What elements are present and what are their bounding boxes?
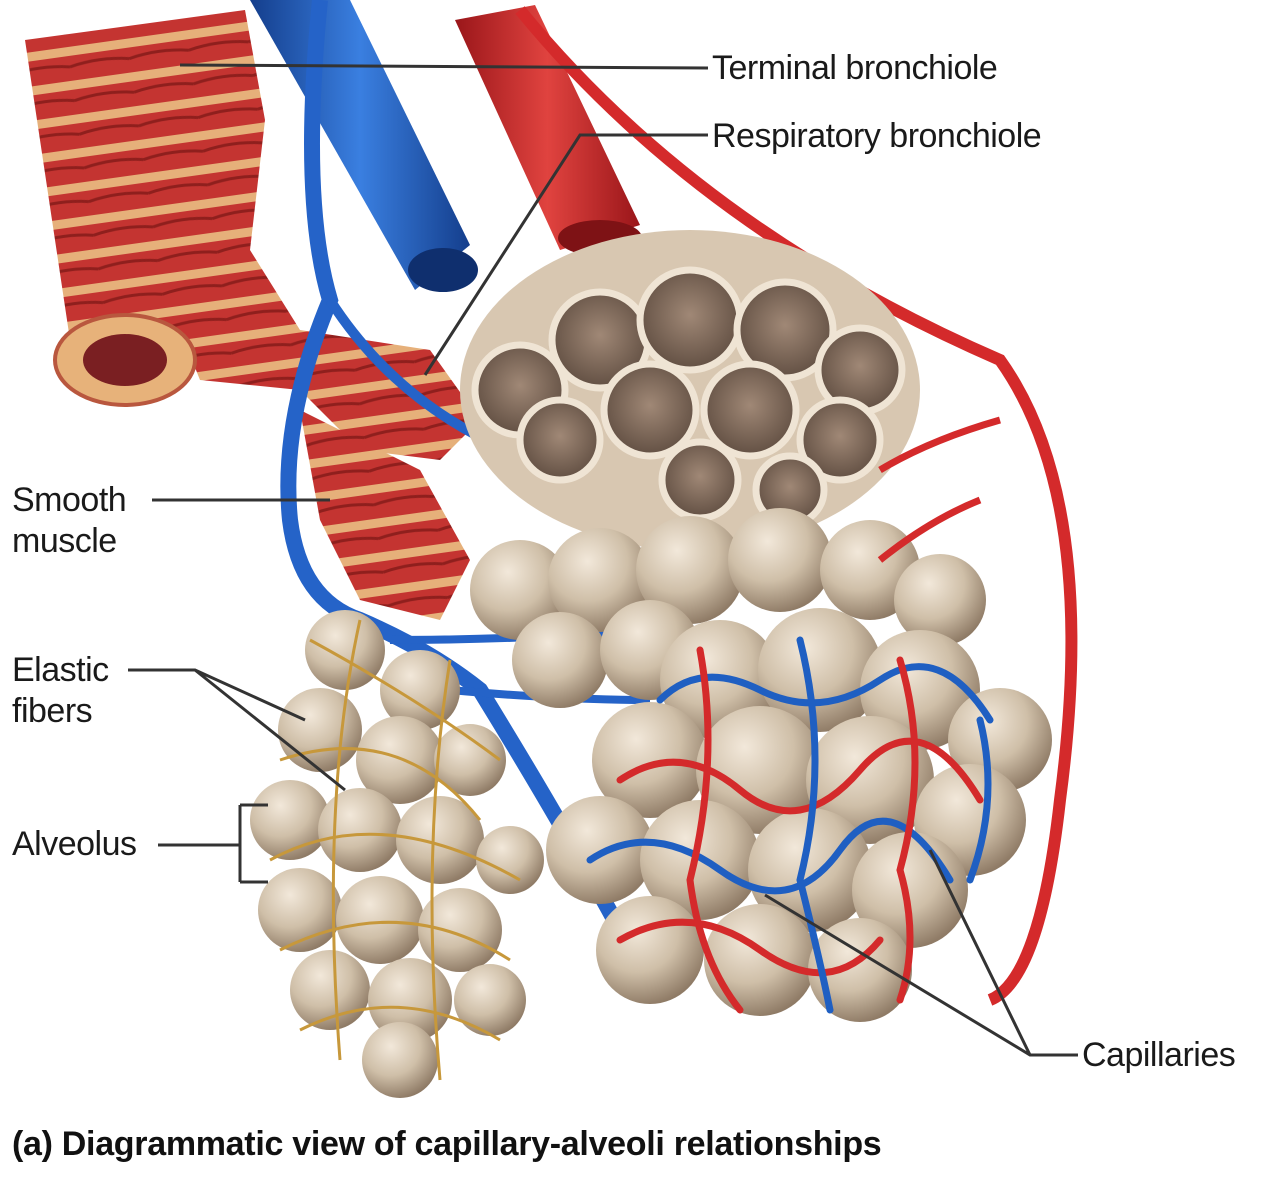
alveolar-sac-elastic	[250, 610, 544, 1098]
capillary-network	[546, 416, 1052, 1022]
pulmonary-vein	[250, 0, 651, 934]
label-smooth-muscle: Smooth muscle	[12, 481, 127, 561]
label-alveolus: Alveolus	[12, 825, 137, 863]
label-respiratory-bronchiole: Respiratory bronchiole	[712, 117, 1042, 155]
label-capillaries: Capillaries	[1082, 1036, 1236, 1074]
leader-respiratory-bronchiole	[423, 133, 708, 376]
leader-elastic-fibers	[128, 668, 346, 792]
leader-lines	[128, 63, 1078, 1057]
label-elastic-fibers: Elastic fibers	[12, 651, 109, 731]
leader-alveolus	[158, 803, 268, 884]
leader-terminal-bronchiole	[179, 63, 709, 70]
leader-capillaries	[764, 849, 1078, 1057]
label-terminal-bronchiole: Terminal bronchiole	[712, 49, 998, 87]
alveolar-sac-cut	[460, 230, 920, 550]
figure-caption: (a) Diagrammatic view of capillary-alveo…	[12, 1125, 882, 1163]
